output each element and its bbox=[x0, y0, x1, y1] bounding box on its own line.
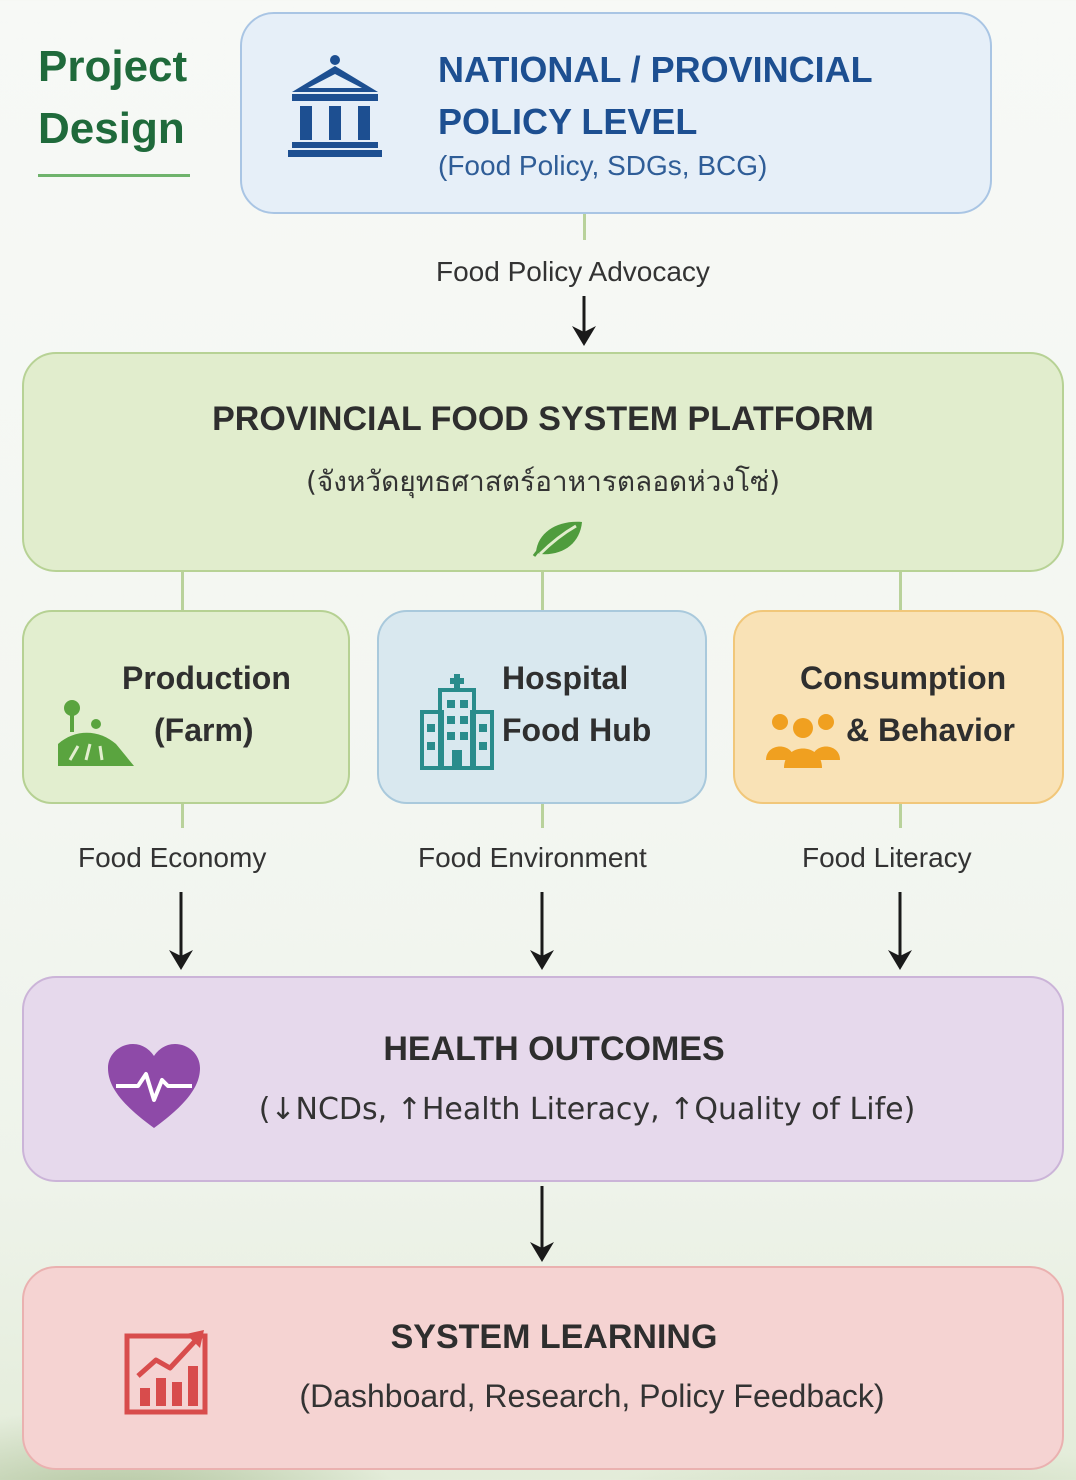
page-title: Project Design bbox=[38, 36, 187, 160]
system-learning-title: SYSTEM LEARNING bbox=[390, 1318, 718, 1356]
connector-platform-production bbox=[181, 572, 184, 610]
arrow-literacy-to-health bbox=[888, 892, 912, 970]
title-underline bbox=[38, 174, 190, 177]
connector-consumption-label bbox=[899, 804, 902, 828]
leaf-icon bbox=[532, 521, 582, 557]
arrow-economy-to-health bbox=[169, 892, 193, 970]
farm-icon bbox=[58, 700, 134, 766]
policy-advocacy-label: Food Policy Advocacy bbox=[436, 256, 710, 287]
policy-title-line2: POLICY LEVEL bbox=[438, 101, 698, 142]
hospital-icon bbox=[420, 674, 494, 770]
consumption-title: Consumption & Behavior bbox=[800, 652, 1015, 756]
policy-level-subtitle: (Food Policy, SDGs, BCG) bbox=[438, 150, 768, 181]
food-economy-label: Food Economy bbox=[78, 842, 267, 873]
health-outcomes-title: HEALTH OUTCOMES bbox=[383, 1030, 725, 1068]
growth-chart-icon bbox=[124, 1330, 208, 1415]
people-icon bbox=[766, 714, 840, 768]
policy-level-title: NATIONAL / PROVINCIAL POLICY LEVEL bbox=[438, 44, 873, 148]
system-learning-subtitle: (Dashboard, Research, Policy Feedback) bbox=[299, 1378, 885, 1414]
page-title-line1: Project bbox=[38, 42, 188, 91]
health-outcomes-subtitle: (↓NCDs, ↑Health Literacy, ↑Quality of Li… bbox=[258, 1092, 916, 1127]
production-title-line2: (Farm) bbox=[154, 712, 254, 748]
heart-pulse-icon bbox=[108, 1044, 200, 1128]
hospital-title-line2: Food Hub bbox=[502, 712, 652, 748]
hospital-food-hub-card bbox=[377, 610, 707, 804]
arrow-environment-to-health bbox=[530, 892, 554, 970]
food-environment-label: Food Environment bbox=[418, 842, 647, 873]
consumption-behavior-card bbox=[733, 610, 1064, 804]
policy-connector-line bbox=[583, 214, 586, 240]
hospital-title-line1: Hospital bbox=[502, 660, 629, 696]
government-building-icon bbox=[288, 55, 382, 157]
production-title-line1: Production bbox=[122, 660, 291, 696]
production-title: Production (Farm) bbox=[122, 652, 291, 756]
connector-platform-consumption bbox=[899, 572, 902, 610]
arrow-health-to-learning bbox=[530, 1186, 554, 1262]
platform-title: PROVINCIAL FOOD SYSTEM PLATFORM bbox=[212, 400, 874, 438]
connector-hospital-label bbox=[541, 804, 544, 828]
food-literacy-label: Food Literacy bbox=[802, 842, 972, 873]
platform-subtitle: (จังหวัดยุทธศาสตร์อาหารตลอดห่วงโซ่) bbox=[305, 465, 781, 498]
arrow-to-platform bbox=[572, 296, 596, 346]
hospital-title: Hospital Food Hub bbox=[502, 652, 651, 756]
connector-production-label bbox=[181, 804, 184, 828]
connector-platform-hospital bbox=[541, 572, 544, 610]
consumption-title-line1: Consumption bbox=[800, 660, 1007, 696]
food-system-platform-box bbox=[22, 352, 1064, 572]
consumption-title-line2: & Behavior bbox=[846, 712, 1015, 748]
policy-title-line1: NATIONAL / PROVINCIAL bbox=[438, 49, 873, 90]
page-title-line2: Design bbox=[38, 104, 185, 153]
